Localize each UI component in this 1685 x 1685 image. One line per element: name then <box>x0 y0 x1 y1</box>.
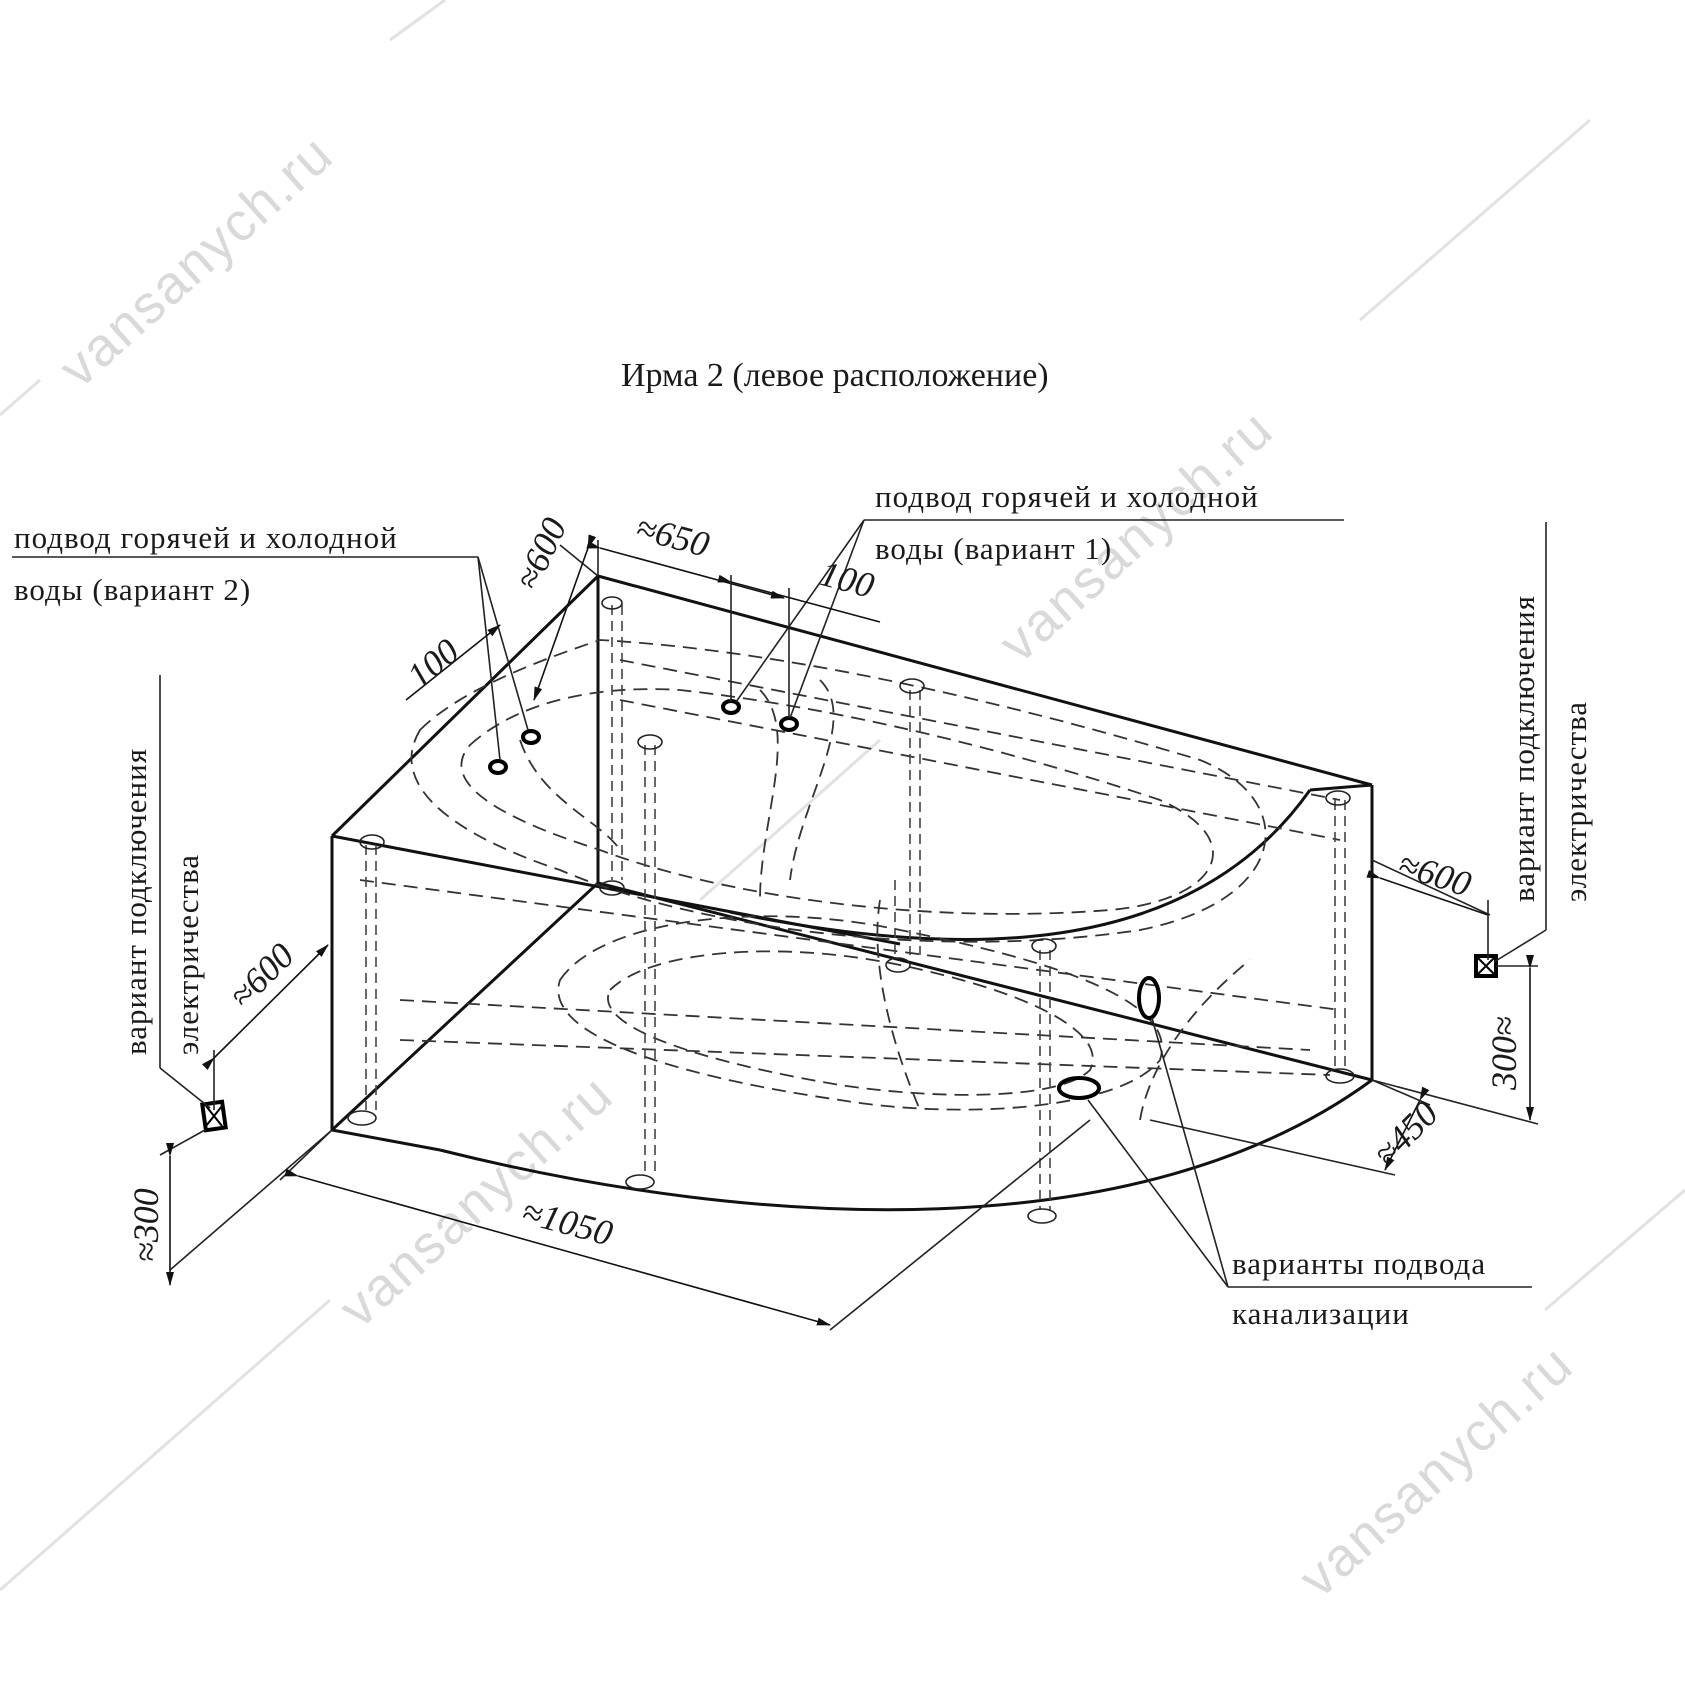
leader-lines <box>12 519 1547 1288</box>
elec-left-label-line2: электричества <box>170 854 205 1055</box>
elec-right-label-line2: электричества <box>1558 701 1593 902</box>
drain-hole <box>1057 1076 1101 1100</box>
watermark-text: vansanych.ru <box>48 123 345 399</box>
dim-300-right: 300≈ <box>1484 1016 1524 1091</box>
tub-legs <box>347 596 1355 1224</box>
dim-100-left: 100 <box>399 631 466 696</box>
leg <box>1325 790 1355 1084</box>
leg <box>1027 938 1057 1224</box>
drain-hole <box>1137 976 1161 1020</box>
dimension-lines <box>159 534 1539 1331</box>
leg <box>347 834 385 1126</box>
dim-650: ≈650 <box>632 507 714 565</box>
dim-100-right: 100 <box>816 553 879 606</box>
watermark-texts: vansanych.ru vansanych.ru vansanych.ru v… <box>48 123 1585 1609</box>
dim-300-left: ≈300 <box>126 1188 166 1262</box>
dim-600-top: ≈600 <box>507 512 574 596</box>
drain-label-line2: канализации <box>1232 1296 1410 1331</box>
watermark-lines <box>0 0 1685 1592</box>
dim-1050: ≈1050 <box>518 1191 617 1253</box>
leg <box>899 678 925 955</box>
watermark-text: vansanych.ru <box>1288 1333 1585 1609</box>
drain-label-line1: варианты подвода <box>1232 1246 1486 1281</box>
elec-left-label-line1: вариант подключения <box>118 748 153 1055</box>
tub-hidden-lines <box>359 639 1341 1121</box>
bathtub-frame <box>330 574 1374 1212</box>
dim-600-right: ≈600 <box>1394 844 1477 905</box>
water-v2-hole <box>488 759 508 775</box>
leg <box>885 880 911 973</box>
connection-holes <box>488 699 1161 1100</box>
water-v1-hole <box>721 699 741 715</box>
dim-600-left: ≈600 <box>221 935 301 1015</box>
water-v1-hole <box>779 716 799 732</box>
water-v1-label-line2: воды (вариант 1) <box>875 531 1112 566</box>
water-v1-label-line1: подвод горячей и холодной <box>875 479 1259 514</box>
water-v2-label-line1: подвод горячей и холодной <box>14 520 398 555</box>
diagram-title: Ирма 2 (левое расположение) <box>621 357 1049 394</box>
electrical-box-right <box>1474 954 1498 978</box>
electrical-box-left <box>200 1099 228 1133</box>
leg <box>625 734 663 1190</box>
dim-450: ≈450 <box>1365 1093 1445 1173</box>
water-v2-hole <box>521 729 541 745</box>
watermark-text: vansanych.ru <box>328 1063 625 1339</box>
leg-foot <box>599 880 625 896</box>
elec-right-label-line1: вариант подключения <box>1506 595 1541 902</box>
water-v2-label-line2: воды (вариант 2) <box>14 572 251 607</box>
